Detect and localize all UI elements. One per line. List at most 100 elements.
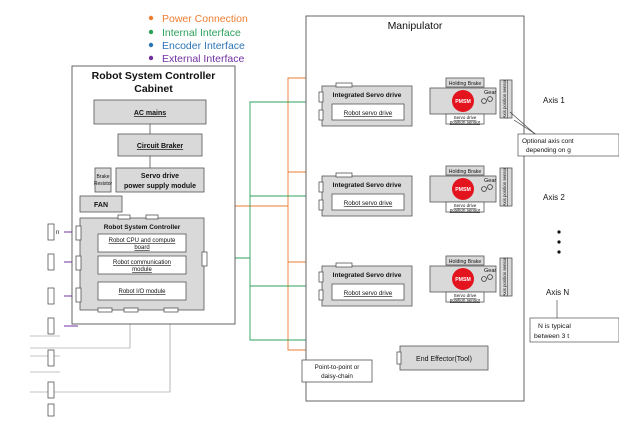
comm-module-box <box>97 255 187 275</box>
position-sensor-line2: position sensor <box>450 120 481 125</box>
point-to-point-line2: daisy-chain <box>321 373 353 380</box>
robot-servo-drive-box <box>331 283 405 301</box>
ellipsis-dot-2 <box>557 240 561 244</box>
ext-connector-7 <box>47 403 55 417</box>
ext-connector-4 <box>47 317 55 335</box>
ext-connector-2 <box>47 253 55 271</box>
legend-power-dot <box>148 15 154 21</box>
legend-encoder-dot <box>148 42 154 48</box>
optional-note-line2: depending on g <box>526 147 571 154</box>
circuit-breaker-box <box>117 133 203 157</box>
position-sensor-box <box>445 201 485 213</box>
ellipsis-dot-3 <box>557 250 561 254</box>
robot-servo-drive-label: Robot servo drive <box>344 110 393 117</box>
servo-supply-line2: power supply module <box>124 183 196 190</box>
robot-servo-drive-label: Robot servo drive <box>344 200 393 207</box>
controller-port-left-2 <box>75 255 82 271</box>
holding-brake-label: Holding Brake <box>449 259 482 265</box>
ext-connector-3 <box>47 287 55 305</box>
drive-port-left-1 <box>318 181 324 193</box>
drive-port-left-1 <box>318 91 324 103</box>
external-connectors: n <box>47 223 59 417</box>
controller-port-left-3 <box>75 287 82 303</box>
ext-connector-1-label: n <box>56 230 59 236</box>
ext-connector-6 <box>47 381 55 399</box>
axis-sensor-box <box>499 79 513 119</box>
bus-wire-bottom3 <box>30 335 60 373</box>
axis-label-2: Axis 2 <box>543 193 565 202</box>
ac-mains-label: AC mains <box>134 110 166 117</box>
cpu-board-box <box>97 233 187 253</box>
controller-port-left-1 <box>75 225 82 241</box>
manipulator-title: Manipulator <box>388 20 443 32</box>
gear-icon-2 <box>487 96 493 102</box>
holding-brake-label: Holding Brake <box>449 81 482 87</box>
fan-label: FAN <box>94 202 108 209</box>
legend-encoder-label: Encoder Interface <box>162 40 245 52</box>
fan-box <box>79 195 123 213</box>
gear-icon-2 <box>487 184 493 190</box>
legend: Power Connection Internal Interface Enco… <box>148 13 248 65</box>
controller-port-bottom-1 <box>97 307 113 313</box>
typical-note-line2: between 3 t <box>534 333 569 340</box>
end-effector-port <box>396 351 402 365</box>
point-to-point-box <box>301 359 373 383</box>
gear-label: Gear <box>484 268 496 274</box>
axis-labels: Axis 1 Axis 2 Axis N Optional axis cont … <box>509 96 619 343</box>
optional-note-line1: Optional axis cont <box>522 138 574 145</box>
optional-note-box <box>517 133 619 157</box>
external-line-ports <box>64 231 78 327</box>
drive-port-top <box>335 82 353 88</box>
legend-external-label: External Interface <box>162 53 244 65</box>
brake-resistor-line1: Brake <box>96 174 109 180</box>
servo-supply-line1: Servo drive <box>141 173 179 180</box>
robot-servo-drive-label: Robot servo drive <box>344 290 393 297</box>
cpu-board-line1: Robot CPU and compute <box>109 238 176 244</box>
ext-connector-1 <box>47 223 55 241</box>
axis-label-1: Axis 1 <box>543 96 565 105</box>
axis-sensor-label: Axis position sensor <box>502 79 507 119</box>
servo-supply-box <box>115 167 205 193</box>
holding-brake-box <box>445 165 485 176</box>
manipulator: Manipulator Integrated Servo drive Robot… <box>301 15 525 402</box>
note-leader-2 <box>513 119 538 136</box>
axis-sensor-label: Axis position sensor <box>502 167 507 207</box>
pmsm-motor <box>452 90 474 112</box>
axis-block-1: Integrated Servo drive Robot servo drive… <box>318 77 513 127</box>
gear-icon-2 <box>487 274 493 280</box>
gear-icon <box>481 186 487 192</box>
drive-port-left-2 <box>318 109 324 121</box>
holding-brake-label: Holding Brake <box>449 169 482 175</box>
cabinet-title-line1: Robot System Controller <box>92 70 216 82</box>
drive-port-top <box>335 262 353 268</box>
brake-resistor-box <box>94 167 112 193</box>
pmsm-label: PMSM <box>455 187 471 193</box>
point-to-point-line1: Point-to-point or <box>315 364 360 371</box>
position-sensor-line2: position sensor <box>450 298 481 303</box>
legend-power-label: Power Connection <box>162 13 248 25</box>
axis-sensor-box <box>499 167 513 207</box>
comm-module-line1: Robot communication <box>113 260 171 266</box>
integrated-drive-label: Integrated Servo drive <box>333 272 402 279</box>
ext-connector-5 <box>47 349 55 367</box>
controller-port-top-1 <box>117 214 131 220</box>
axis-sensor-box <box>499 257 513 297</box>
controller-title: Robot System Controller <box>104 224 181 231</box>
pmsm-motor <box>452 178 474 200</box>
pmsm-label: PMSM <box>455 277 471 283</box>
ac-mains-box <box>93 99 207 125</box>
position-sensor-line1: Servo drive <box>454 115 477 120</box>
circuit-breaker-label: Circuit Braker <box>137 143 184 150</box>
position-sensor-box <box>445 291 485 303</box>
controller-port-top-2 <box>145 214 159 220</box>
controller-port-bottom-3 <box>163 307 179 313</box>
legend-internal-label: Internal Interface <box>162 27 241 39</box>
end-effector-box <box>399 345 489 371</box>
io-module-box <box>97 281 187 301</box>
gear-icon <box>481 98 487 104</box>
position-sensor-line1: Servo drive <box>454 203 477 208</box>
brake-resistor-line2: Resistor <box>94 181 113 187</box>
controller-port-right <box>201 251 208 267</box>
controller-port-bottom-2 <box>123 307 139 313</box>
